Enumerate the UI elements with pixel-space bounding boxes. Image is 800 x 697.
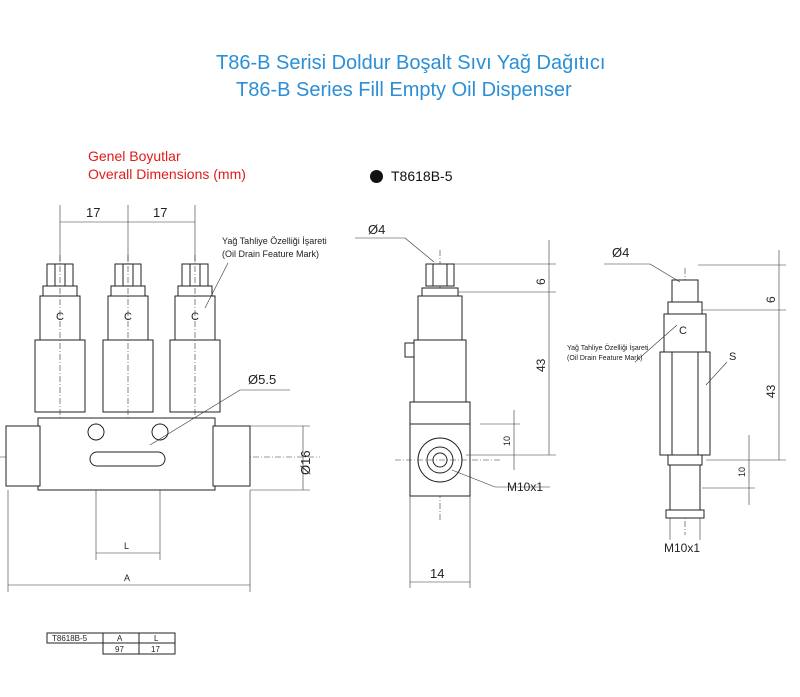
table-header-l: L [154, 634, 159, 643]
pitch-dim-1: 17 [86, 205, 100, 220]
mark-label-tr: Yağ Tahliye Özelliği İşareti [222, 236, 327, 246]
valve-3: C [169, 255, 221, 420]
single-dim-6: 6 [764, 296, 778, 303]
section-title-tr: Genel Boyutlar [88, 148, 181, 164]
title-en: T86-B Series Fill Empty Oil Dispenser [236, 79, 572, 101]
side-view: Ø4 6 43 10 M10x1 14 [355, 222, 556, 588]
single-dim-43: 43 [764, 384, 778, 398]
table-value-a: 97 [115, 645, 124, 654]
mount-hole [151, 423, 169, 441]
valve-mark: C [56, 311, 64, 323]
side-dim-43: 43 [534, 358, 548, 372]
left-fitting [5, 425, 41, 487]
dimension-table: T8618B-5 A L 97 17 [46, 632, 176, 655]
hole-dia: Ø5.5 [248, 372, 276, 387]
front-view: C C C 17 17 Yağ Tahliye Özelliği İşareti (… [0, 205, 327, 592]
bullet-icon [370, 170, 383, 183]
table-header-a: A [117, 634, 123, 643]
single-thread: M10x1 [664, 541, 700, 555]
single-mark-label-tr: Yağ Tahliye Özelliği İşareti [567, 343, 649, 352]
pitch-dim-2: 17 [153, 205, 167, 220]
model-label: T8618B-5 [391, 168, 453, 184]
body-dia: Ø16 [298, 450, 313, 475]
right-fitting [212, 425, 251, 487]
single-flat: S [729, 351, 736, 363]
single-valve-mark: C [679, 325, 687, 337]
single-dim-10: 10 [737, 467, 747, 477]
table-header-model: T8618B-5 [52, 634, 88, 643]
single-tip-dia: Ø4 [612, 245, 629, 260]
side-dim-6: 6 [534, 278, 548, 285]
single-mark-label-en: (Oil Drain Feature Mark) [567, 355, 642, 362]
side-thread: M10x1 [507, 480, 543, 494]
side-width: 14 [430, 566, 444, 581]
slot [89, 451, 166, 467]
section-title-en: Overall Dimensions (mm) [88, 166, 246, 182]
valve-mark: C [124, 311, 132, 323]
dim-L: L [124, 541, 129, 551]
side-dim-10: 10 [502, 436, 512, 446]
title-tr: T86-B Serisi Doldur Boşalt Sıvı Yağ Dağı… [216, 52, 606, 74]
table-value-l: 17 [151, 645, 160, 654]
side-tip-dia: Ø4 [368, 222, 385, 237]
mark-label-en: (Oil Drain Feature Mark) [222, 249, 319, 259]
dim-A: A [124, 573, 130, 583]
mount-hole [87, 423, 105, 441]
single-view: C Ø4 Yağ Tahliye Özelliği İşareti (Oil D… [567, 245, 786, 555]
valve-2: C [102, 255, 154, 420]
valve-mark: C [191, 311, 199, 323]
valve-1: C [34, 255, 86, 420]
